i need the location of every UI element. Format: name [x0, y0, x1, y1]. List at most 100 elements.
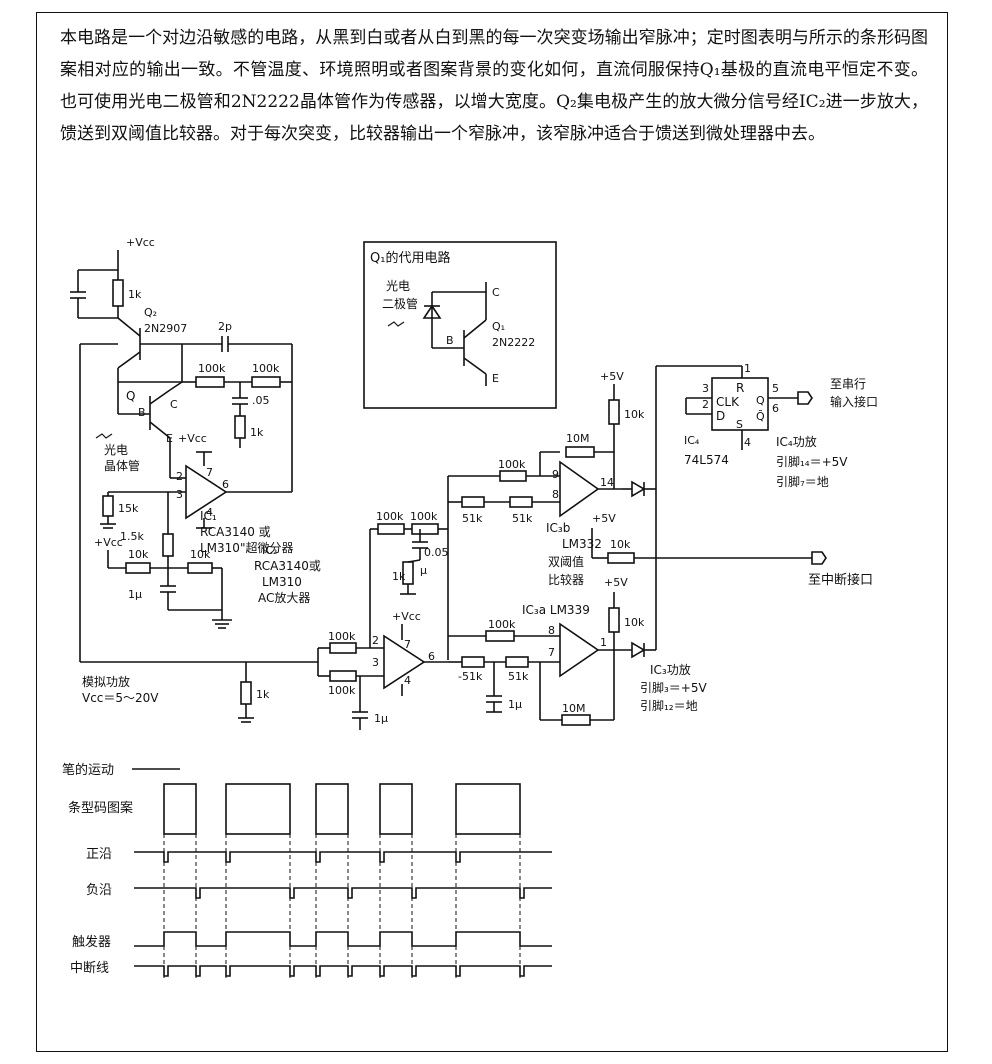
plus5-b-label: +5V — [592, 512, 616, 525]
resistor-10m-b — [561, 714, 591, 726]
pin1b-label: 1 — [600, 636, 607, 649]
ff-qn-label: Q̄ — [756, 410, 765, 423]
resistor-100k-in1-label: 100k — [328, 630, 356, 643]
resistor-51k-b — [509, 496, 533, 508]
ic3a-comparator — [559, 622, 600, 678]
ic2-pin3-label: 3 — [372, 656, 379, 669]
inset-box — [363, 241, 557, 409]
ic4-power-label-1: IC₄功放 — [776, 434, 817, 449]
pin9-label: 9 — [552, 468, 559, 481]
resistor-10k-e — [608, 607, 620, 633]
resistor-100k-in2 — [329, 670, 357, 682]
q1-vcc-label: +Vcc — [178, 432, 207, 445]
waveform-trigger — [134, 931, 552, 947]
left-section: +Vcc 1k Q₂ 2N2907 2p 100k 100k — [70, 236, 321, 723]
diode-bottom-icon — [631, 641, 646, 659]
resistor-10m-a-label: 10M — [566, 432, 590, 445]
cap-1u-b-label: 1μ — [374, 712, 388, 725]
analog-power-label-2: Vcc＝5～20V — [82, 691, 159, 705]
resistor-15k-label: 15k — [118, 502, 139, 515]
resistor-51k-c — [461, 656, 485, 668]
ff-pin3-label: 3 — [702, 382, 709, 395]
ic4-part-label: 74L574 — [684, 453, 729, 467]
cap-u-label: μ — [420, 564, 427, 577]
cap-1u-c-label: 1μ — [508, 698, 522, 711]
resistor-10k-d-label: 10k — [610, 538, 631, 551]
ic3b-label-3: 双阈值 — [548, 554, 584, 569]
resistor-1-5k-label: 1.5k — [120, 530, 144, 543]
resistor-100k-d — [411, 523, 439, 535]
resistor-100k-d-label: 100k — [410, 510, 438, 523]
pin8a-label: 8 — [552, 488, 559, 501]
timing-rising-label: 正沿 — [86, 847, 112, 862]
resistor-10k-e-label: 10k — [624, 616, 645, 629]
phototransistor-label-2: 晶体管 — [104, 458, 140, 473]
waveform-rising — [134, 851, 552, 863]
resistor-100k-a-label: 100k — [198, 362, 226, 375]
waveform-falling — [134, 887, 552, 899]
ic1-part-label-1: RCA3140 或 — [200, 525, 271, 539]
barcode-bar-3 — [315, 783, 349, 835]
ic1-pin6-label: 6 — [222, 478, 229, 491]
ic2-pin4-label: 4 — [404, 674, 411, 687]
diode-top-icon — [631, 480, 646, 498]
ic2-part-label-2: LM310 — [262, 575, 302, 589]
pin14-label: 14 — [600, 476, 614, 489]
vcc-left-label: +Vcc — [94, 536, 123, 549]
q1-b-label: B — [138, 406, 146, 419]
ic2-part-label-1: RCA3140或 — [254, 559, 321, 573]
vcc-top-label: +Vcc — [126, 236, 155, 249]
resistor-100k-c-label: 100k — [376, 510, 404, 523]
phototransistor-label-1: 光电 — [104, 443, 128, 457]
to-interrupt-connector — [811, 551, 827, 565]
q1-substitute-inset: Q₁的代用电路 光电 二极管 C B E Q₁ 2N2222 — [363, 241, 557, 409]
resistor-10k-a — [125, 562, 151, 574]
ff-pin2-label: 2 — [702, 398, 709, 411]
resistor-15k — [102, 495, 114, 517]
inset-c-label: C — [492, 286, 500, 299]
ic2-label: IC₂ — [262, 544, 277, 557]
ff-pin4-label: 4 — [744, 436, 751, 449]
inset-e-label: E — [492, 372, 499, 385]
resistor-100k-c — [377, 523, 405, 535]
cap-1u-a-label: 1μ — [128, 588, 142, 601]
to-interrupt-label: 至中断接口 — [808, 572, 873, 588]
ic1-part-label-2: LM310"超微分器 — [200, 540, 293, 555]
resistor-100k-e — [499, 470, 527, 482]
timing-trigger-label: 触发器 — [72, 934, 111, 950]
resistor-100k-f — [485, 630, 515, 642]
to-serial-label-2: 输入接口 — [830, 394, 878, 409]
barcode-bar-5 — [455, 783, 521, 835]
ic2-pin6-label: 6 — [428, 650, 435, 663]
resistor-1k-mid-label: 1k — [250, 426, 264, 439]
ic1-pin2-label: 2 — [176, 470, 183, 483]
timing-interrupt-label: 中断线 — [70, 961, 109, 976]
ic3b-label-1: IC₃b — [546, 521, 570, 535]
ff-pin1-label: 1 — [744, 362, 751, 375]
resistor-1k-bot — [240, 681, 252, 705]
ic3-power-label-3: 引脚₁₂＝地 — [640, 698, 698, 713]
resistor-1-5k — [162, 533, 174, 557]
resistor-10m-a — [565, 446, 595, 458]
analog-power-label-1: 模拟功放 — [82, 674, 130, 689]
flipflop-section: 1 3 2 5 6 4 R CLK D Q Q̄ S 至串行 输入接口 IC₄ … — [656, 362, 878, 489]
resistor-10k-b-label: 10k — [190, 548, 211, 561]
ic4-flipflop — [711, 377, 769, 431]
timing-barcode-label: 条型码图案 — [68, 800, 133, 816]
inset-q1-label: Q₁ — [492, 320, 505, 333]
q1-q-label: Q — [126, 389, 135, 403]
waveform-interrupt — [134, 965, 552, 977]
resistor-10m-b-label: 10M — [562, 702, 586, 715]
plus5-c-label: +5V — [604, 576, 628, 589]
ff-clk-label: CLK — [716, 395, 740, 409]
ic4-label: IC₄ — [684, 434, 700, 447]
inset-light-arrow-icon — [387, 321, 405, 327]
circuit-description: 本电路是一个对边沿敏感的电路，从黑到白或者从白到黑的每一次突变场输出窄脉冲；定时… — [60, 28, 928, 144]
ic1-pin4-label: 4 — [206, 506, 213, 519]
ic3-power-label-1: IC₃功放 — [650, 662, 691, 677]
resistor-1k-bot-label: 1k — [256, 688, 270, 701]
to-serial-label-1: 至串行 — [830, 377, 866, 391]
pin7b-label: 7 — [548, 646, 555, 659]
ic2-amplifier-section: 100k 100k 0.05 1k μ 100k 100k 2 3 7 — [317, 476, 449, 730]
